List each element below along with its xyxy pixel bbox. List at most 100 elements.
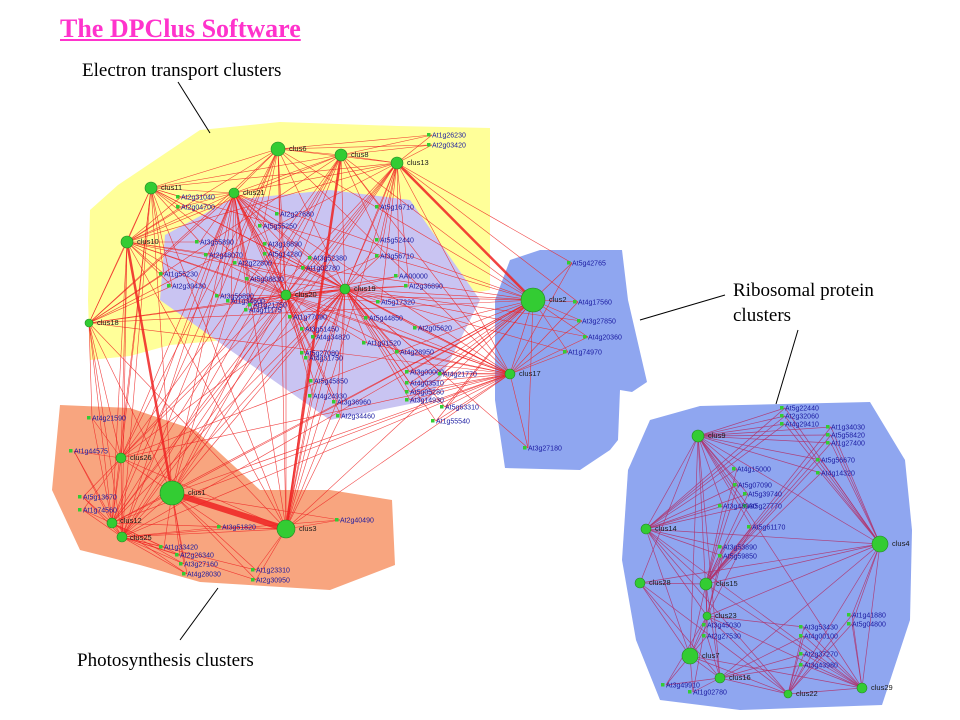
cluster-edge <box>171 288 346 494</box>
gene-edge <box>249 278 346 290</box>
gene-edge <box>409 299 534 373</box>
cluster-edge <box>820 459 881 545</box>
right-gene-label: At3g43980 <box>804 663 838 670</box>
left-gene-label: At4g17560 <box>578 300 612 307</box>
cluster-edge <box>285 294 511 375</box>
cluster-edge <box>120 288 346 459</box>
right-cluster-label: clus22 <box>796 689 818 698</box>
right-cluster-node <box>856 682 868 694</box>
cluster-edge <box>120 373 511 459</box>
left-cluster-node <box>520 287 546 313</box>
left-cluster-node <box>106 517 118 529</box>
gene-edge <box>233 192 306 354</box>
gene-edge <box>111 522 181 556</box>
gene-edge <box>285 395 314 530</box>
gene-edge <box>252 294 287 306</box>
cluster-edge <box>233 192 534 301</box>
right-gene-node <box>702 634 706 638</box>
cluster-edge <box>645 423 786 530</box>
left-gene-node <box>263 242 267 246</box>
gene-edge <box>344 275 400 290</box>
gene-edge <box>344 288 569 353</box>
cluster-edge <box>233 192 511 375</box>
right-cluster-label: clus29 <box>871 683 893 692</box>
gene-edge <box>82 457 122 498</box>
right-gene-node <box>847 613 851 617</box>
cluster-edge <box>121 192 235 538</box>
right-cluster-label: clus7 <box>702 651 720 660</box>
right-gene-label: At1g34030 <box>831 425 865 432</box>
right-gene-node <box>747 525 751 529</box>
cluster-edge <box>645 528 691 657</box>
left-gene-node <box>226 299 230 303</box>
cluster-edge <box>233 162 398 194</box>
cluster-edge <box>706 615 805 628</box>
gene-edge <box>126 241 165 275</box>
cluster-edge <box>88 322 123 538</box>
cluster-edge <box>639 543 881 584</box>
gene-edge <box>82 496 113 524</box>
gene-edge <box>91 417 113 524</box>
cluster-edge <box>150 187 173 494</box>
cluster-edge <box>88 299 534 324</box>
gene-edge <box>91 417 122 459</box>
caption-ribosomal-line1: Ribosomal protein <box>733 280 874 301</box>
cluster-edge <box>120 241 128 459</box>
left-cluster-node <box>120 235 134 249</box>
cluster-edge <box>121 528 287 538</box>
cluster-edge <box>111 457 122 524</box>
gene-edge <box>396 162 400 277</box>
left-gene-node <box>335 518 339 522</box>
gene-edge <box>344 288 382 303</box>
gene-edge <box>368 317 511 375</box>
gene-edge <box>344 288 583 322</box>
left-gene-label: At2g36890 <box>409 284 443 291</box>
cluster-edge <box>697 435 749 507</box>
left-gene-label: At2g39430 <box>172 284 206 291</box>
right-cluster-label: clus28 <box>649 578 671 587</box>
right-gene-node <box>661 683 665 687</box>
left-gene-node <box>176 195 180 199</box>
gene-edge <box>121 536 185 565</box>
left-gene-node <box>167 284 171 288</box>
cluster-edge <box>830 434 881 545</box>
right-gene-label: At1g27400 <box>831 441 865 448</box>
left-gene-node <box>182 572 186 576</box>
cluster-edge <box>784 423 881 545</box>
cluster-edge <box>126 241 346 290</box>
left-gene-label: At4g21770 <box>443 372 477 379</box>
right-cluster-node <box>783 689 793 699</box>
cluster-edge <box>284 154 343 530</box>
left-gene-label: At2g40490 <box>340 518 374 525</box>
gene-edge <box>267 253 287 296</box>
left-gene-node <box>304 356 308 360</box>
cluster-edge <box>645 505 749 530</box>
cluster-edge <box>830 442 881 545</box>
cluster-edge <box>851 543 881 625</box>
left-gene-label: At3g52380 <box>313 256 347 263</box>
left-cluster-node <box>339 283 351 295</box>
right-gene-label: At1g02780 <box>693 690 727 697</box>
left-cluster-label: clus10 <box>137 237 159 246</box>
left-network-nodes: clus6clus8clus13clus11clus21clus10clus18… <box>69 133 622 585</box>
cluster-edge <box>803 635 863 689</box>
cluster-edge <box>697 435 753 528</box>
cluster-edge <box>851 543 881 616</box>
gene-edge <box>313 288 346 382</box>
cluster-edge <box>126 241 287 530</box>
left-cluster-label: clus25 <box>130 533 152 542</box>
left-gene-node <box>567 261 571 265</box>
left-gene-node <box>159 545 163 549</box>
caption-ribosomal-protein: Ribosomal protein clusters <box>733 278 933 328</box>
pointer-ribosomal-right <box>775 329 799 405</box>
gene-edge <box>285 294 401 353</box>
left-gene-node <box>288 315 292 319</box>
right-cluster-label: clus15 <box>716 579 738 588</box>
left-gene-label: At4g34820 <box>316 335 350 342</box>
left-gene-node <box>427 143 431 147</box>
left-gene-label: At3g56710 <box>380 254 414 261</box>
gene-edge <box>233 192 239 264</box>
gene-edge <box>126 206 182 243</box>
caption-photosynthesis: Photosynthesis clusters <box>77 650 254 671</box>
right-gene-label: At2g37270 <box>804 652 838 659</box>
